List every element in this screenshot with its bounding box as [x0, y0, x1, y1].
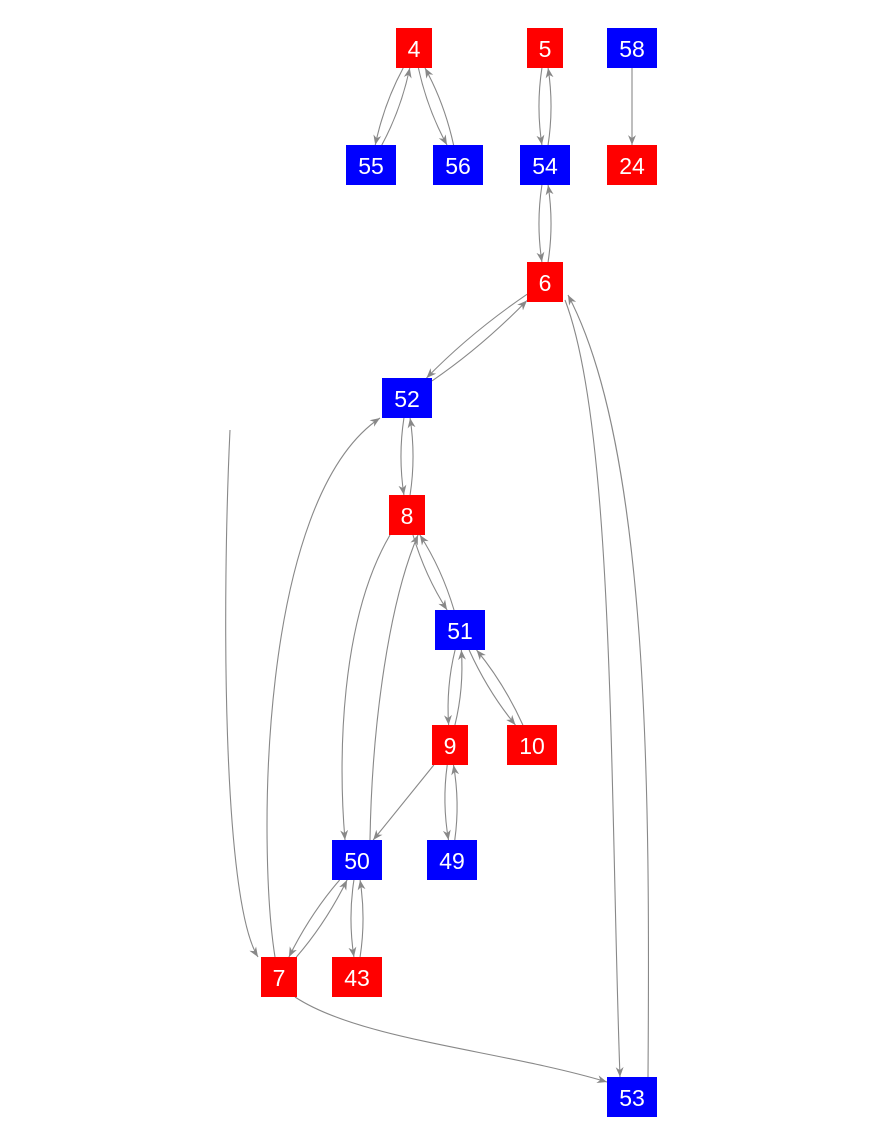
node-box: [332, 840, 382, 880]
node-7[interactable]: 7: [261, 957, 297, 997]
edge-49-to-9: [451, 764, 460, 841]
edge-9-to-50: [372, 764, 435, 841]
node-label: 4: [408, 36, 421, 62]
edge-7-to-52: [266, 417, 381, 958]
node-box: [346, 145, 396, 185]
edge-52-to-6: [431, 300, 528, 382]
node-label: 52: [394, 386, 420, 412]
edge-51-to-10: [468, 649, 516, 726]
node-box: [607, 28, 657, 68]
node-label: 55: [358, 153, 384, 179]
node-label: 10: [519, 733, 545, 759]
edge-8-to-52: [407, 417, 416, 496]
node-10[interactable]: 10: [507, 725, 557, 765]
node-label: 49: [439, 848, 465, 874]
node-box: [435, 610, 485, 650]
node-box: [389, 495, 425, 535]
node-box: [507, 725, 557, 765]
node-box: [261, 957, 297, 997]
edge-52-to-8: [398, 417, 407, 496]
node-box: [607, 1077, 657, 1117]
node-49[interactable]: 49: [427, 840, 477, 880]
edge-6-to-53: [564, 299, 624, 1078]
node-box: [432, 725, 468, 765]
node-label: 56: [445, 153, 471, 179]
edge-52-to-7: [225, 429, 259, 958]
edge-9-to-49: [442, 764, 451, 841]
node-54[interactable]: 54: [520, 145, 570, 185]
node-55[interactable]: 55: [346, 145, 396, 185]
edge-8-to-50: [340, 534, 391, 841]
node-label: 58: [619, 36, 645, 62]
node-label: 54: [532, 153, 558, 179]
edge-6-to-54: [545, 184, 554, 263]
node-box: [332, 957, 382, 997]
node-24[interactable]: 24: [607, 145, 657, 185]
node-53[interactable]: 53: [607, 1077, 657, 1117]
node-label: 7: [273, 965, 286, 991]
edge-51-to-9: [444, 649, 456, 726]
node-box: [527, 28, 563, 68]
node-5[interactable]: 5: [527, 28, 563, 68]
node-52[interactable]: 52: [382, 378, 432, 418]
edge-50-to-8: [369, 534, 419, 841]
node-box: [433, 145, 483, 185]
edge-50-to-7: [288, 879, 341, 958]
edge-8-to-51: [412, 534, 448, 611]
edge-4-to-56: [417, 67, 448, 146]
edge-50-to-43: [348, 879, 357, 958]
edge-54-to-6: [536, 184, 545, 263]
node-8[interactable]: 8: [389, 495, 425, 535]
edge-5-to-54: [536, 67, 545, 146]
node-label: 5: [539, 36, 552, 62]
edge-7-to-50: [295, 879, 348, 958]
node-box: [396, 28, 432, 68]
node-label: 6: [539, 270, 552, 296]
node-6[interactable]: 6: [527, 262, 563, 302]
node-box: [520, 145, 570, 185]
edge-10-to-51: [476, 649, 524, 726]
node-label: 24: [619, 153, 645, 179]
node-51[interactable]: 51: [435, 610, 485, 650]
edge-4-to-55: [373, 67, 404, 146]
node-box: [382, 378, 432, 418]
node-label: 50: [344, 848, 370, 874]
node-9[interactable]: 9: [432, 725, 468, 765]
edge-6-to-52: [426, 293, 528, 379]
node-label: 8: [401, 503, 414, 529]
edge-56-to-4: [424, 67, 455, 146]
edge-7-to-53: [294, 996, 608, 1083]
edge-9-to-51: [454, 649, 466, 726]
edge-53-to-6: [567, 294, 650, 1078]
node-label: 9: [444, 733, 457, 759]
edge-43-to-50: [357, 879, 366, 958]
node-label: 43: [344, 965, 370, 991]
node-58[interactable]: 58: [607, 28, 657, 68]
edge-51-to-8: [419, 534, 455, 611]
node-56[interactable]: 56: [433, 145, 483, 185]
node-box: [427, 840, 477, 880]
edge-54-to-5: [545, 67, 554, 146]
node-box: [527, 262, 563, 302]
node-43[interactable]: 43: [332, 957, 382, 997]
node-50[interactable]: 50: [332, 840, 382, 880]
node-label: 53: [619, 1085, 645, 1111]
node-label: 51: [447, 618, 473, 644]
node-4[interactable]: 4: [396, 28, 432, 68]
edge-55-to-4: [381, 67, 412, 146]
node-box: [607, 145, 657, 185]
